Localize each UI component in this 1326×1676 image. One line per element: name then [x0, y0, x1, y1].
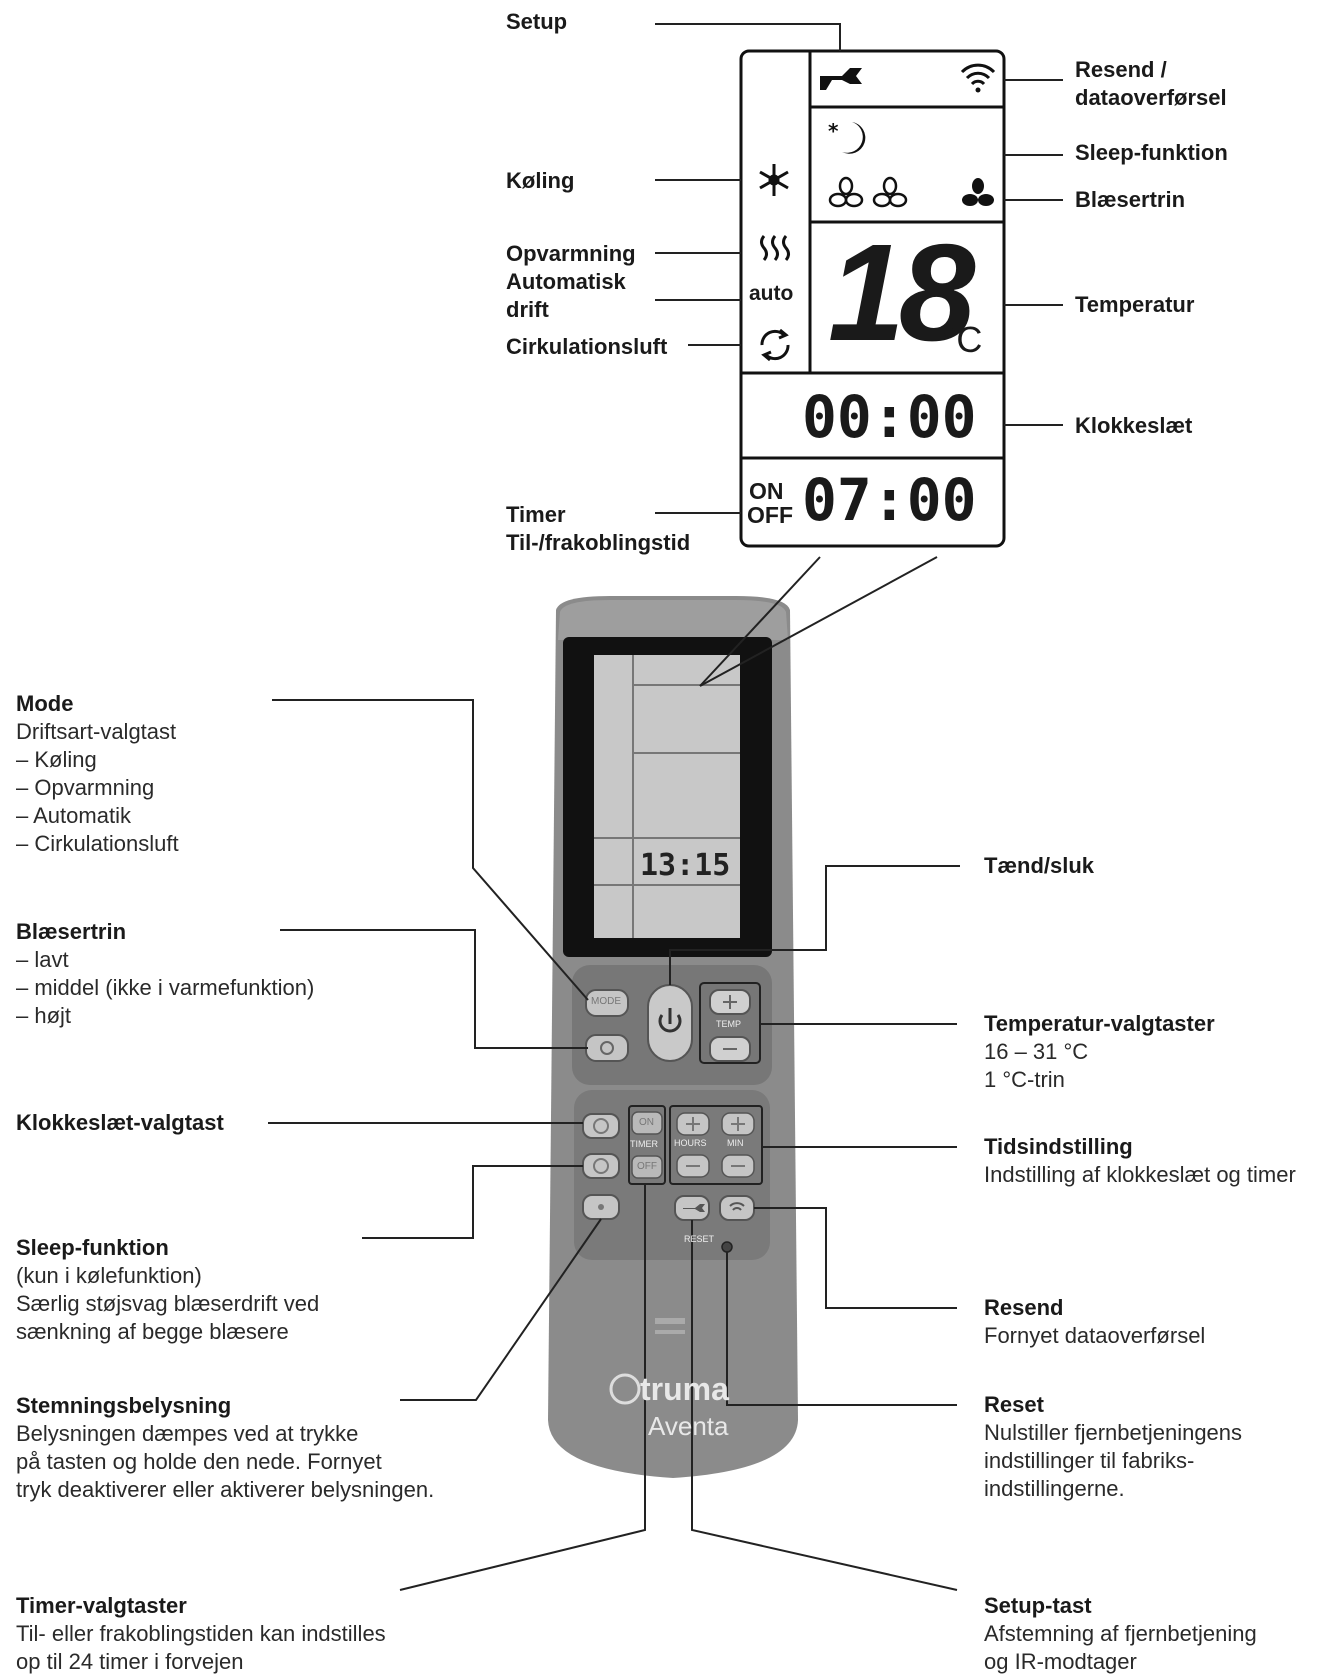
lcd-timer-on: ON — [749, 478, 784, 504]
circulation-label: Cirkulationsluft — [506, 334, 668, 359]
timer-off-button-label: OFF — [637, 1161, 657, 1172]
hours-down-button[interactable] — [676, 1154, 710, 1178]
reset-label: RESET — [684, 1234, 715, 1244]
timer-button-frame — [628, 1105, 666, 1185]
svg-text:*: * — [828, 119, 839, 143]
lcd-auto-label: auto — [749, 282, 794, 305]
callout-clock-key: Klokkeslæt-valgtast — [16, 1110, 224, 1135]
callout-reset: Reset Nulstiller fjernbetjeningens indst… — [984, 1392, 1243, 1501]
leader-lines — [268, 23, 1063, 1591]
mood-light-button[interactable] — [582, 1194, 620, 1220]
fan-mid-icon — [872, 176, 908, 208]
callout-time-set: Tidsindstilling Indstilling af klokkeslæ… — [984, 1134, 1296, 1187]
clock-button[interactable] — [582, 1113, 620, 1139]
hours-up-button[interactable] — [676, 1112, 710, 1136]
snowflake-icon — [759, 164, 789, 196]
sleep-label: Sleep-funktion — [1075, 140, 1228, 165]
callout-temp-keys: Temperatur-valgtaster 16 – 31 °C 1 °C-tr… — [984, 1011, 1215, 1092]
brand-name: truma — [640, 1371, 729, 1407]
callout-setup-key: Setup-tast Afstemning af fjernbetjening … — [984, 1593, 1257, 1674]
fan-stage-label: Blæsertrin — [1075, 187, 1186, 212]
callout-fan: Blæsertrin – lavt – middel (ikke i varme… — [16, 919, 315, 1028]
fan-low-icon — [828, 176, 864, 208]
remote-screen-clock: 13:15 — [640, 848, 731, 883]
fan-button[interactable] — [585, 1034, 629, 1062]
timer-on-button[interactable] — [631, 1111, 663, 1135]
cooling-label: Køling — [506, 168, 575, 193]
temp-down-button[interactable] — [709, 1036, 751, 1062]
time-set-frame — [669, 1105, 763, 1185]
callout-mood-light: Stemningsbelysning Belysningen dæmpes ve… — [16, 1393, 435, 1502]
wrench-icon — [820, 68, 862, 90]
fan-high-icon — [962, 178, 994, 206]
circulation-icon — [760, 328, 790, 362]
hours-label: HOURS — [674, 1138, 707, 1148]
model-name: Aventa — [648, 1411, 729, 1441]
reset-button[interactable] — [721, 1241, 733, 1253]
temperature-label: Temperatur — [1075, 292, 1195, 317]
wifi-icon — [960, 63, 996, 93]
lcd-timer-off: OFF — [747, 502, 793, 528]
brand-logo-icon — [609, 1373, 641, 1405]
lcd-temperature-unit: °C — [942, 319, 983, 360]
resend-label: Resend /dataoverførsel — [1075, 57, 1227, 110]
min-label: MIN — [727, 1138, 744, 1148]
clock-label: Klokkeslæt — [1075, 413, 1193, 438]
callout-timer-keys: Timer-valgtaster Til- eller frakoblingst… — [16, 1593, 386, 1674]
moon-icon: * — [828, 119, 866, 154]
temp-up-button[interactable] — [709, 989, 751, 1015]
callout-mode: Mode Driftsart-valgtast – Køling – Opvar… — [16, 691, 179, 856]
mode-button[interactable] — [585, 989, 629, 1017]
mode-button-label: MODE — [591, 996, 621, 1007]
setup-label: Setup — [506, 9, 568, 34]
sleep-button[interactable] — [582, 1153, 620, 1179]
timer-button-label: TIMER — [630, 1139, 658, 1149]
heat-waves-icon — [760, 235, 790, 261]
heating-label: Opvarmning — [506, 241, 636, 266]
temp-button-label: TEMP — [716, 1019, 742, 1029]
power-button[interactable] — [647, 984, 693, 1062]
min-down-button[interactable] — [721, 1154, 755, 1178]
resend-button[interactable] — [719, 1195, 755, 1221]
callout-sleep: Sleep-funktion (kun i kølefunktion) Særl… — [16, 1235, 320, 1344]
min-up-button[interactable] — [721, 1112, 755, 1136]
lcd-temperature-value: 18 — [828, 216, 975, 370]
lcd-enlarged — [739, 49, 1006, 548]
lcd-clock: 00:00 — [802, 383, 977, 451]
lcd-timer-time: 07:00 — [802, 466, 977, 534]
timer-on-button-label: ON — [639, 1117, 654, 1128]
callout-resend: Resend Fornyet dataoverførsel — [984, 1295, 1206, 1348]
setup-button[interactable] — [674, 1195, 710, 1221]
callout-power: Tænd/sluk — [984, 853, 1095, 878]
timer-off-button[interactable] — [631, 1155, 663, 1179]
